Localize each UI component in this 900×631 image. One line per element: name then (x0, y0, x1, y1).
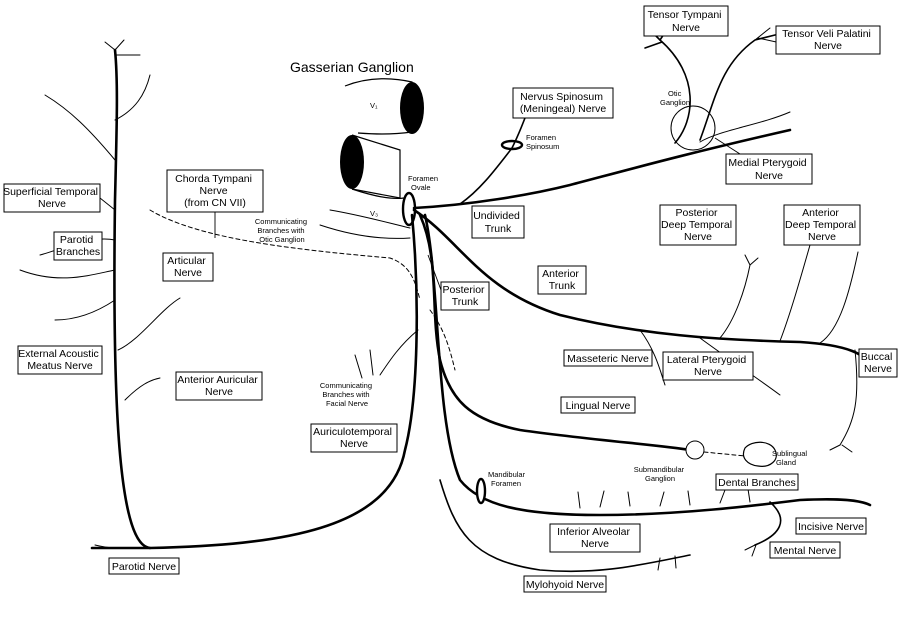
nerve-paths (19, 27, 872, 573)
parotid-nerve-label: Parotid Nerve (108, 557, 180, 575)
svg-text:Parotid Branches: Parotid Branches (56, 234, 100, 258)
anterior-trunk-path (412, 208, 872, 367)
inferior-alveolar-path (423, 213, 872, 517)
svg-text:V₃: V₃ (370, 209, 378, 218)
otic-ganglion-label: Otic Ganglion (660, 89, 690, 107)
svg-text:Posterior Deep Temporal: Posterior Deep Temporal Nerve (661, 207, 735, 243)
tensor-tympani-label: Tensor Tympani Nerve (643, 5, 729, 37)
gasserian-ganglion: V₁ V₂ V₃ Gasserian Ganglion (290, 59, 424, 227)
svg-text:Buccal Nerve: Buccal Nerve (861, 351, 895, 375)
svg-text:V₂: V₂ (342, 157, 350, 166)
anterior-deep-temporal-label: Anterior Deep Temporal Nerve (783, 204, 861, 246)
submandibular-ganglion-label: Submandibular Ganglion (634, 465, 687, 483)
external-acoustic-meatus-label: External Acoustic Meatus Nerve (17, 345, 103, 375)
svg-text:Incisive Nerve: Incisive Nerve (798, 521, 864, 533)
foramen-spinosum-label: Foramen Spinosum (526, 133, 559, 151)
undivided-trunk-path (412, 128, 792, 210)
nervus-spinosum-label: Nervus Spinosum (Meningeal) Nerve (512, 87, 614, 119)
mylohyoid-nerve-label: Mylohyoid Nerve (523, 575, 607, 593)
superficial-temporal-label: Superficial Temporal Nerve (3, 183, 116, 213)
mandibular-foramen-label: Mandibular Foramen (488, 470, 527, 488)
svg-text:Superficial Temporal Ner: Superficial Temporal Nerve (3, 186, 101, 210)
svg-text:Parotid Nerve: Parotid Nerve (112, 561, 176, 573)
posterior-deep-temporal-label: Posterior Deep Temporal Nerve (659, 204, 737, 246)
v2-division: V₂ (340, 134, 401, 199)
svg-text:Auriculotemporal Nerve: Auriculotemporal Nerve (313, 426, 395, 450)
chorda-tympani-label: Chorda Tympani Nerve (from CN VII) (166, 169, 264, 238)
svg-text:Tensor Tympani Nerve: Tensor Tympani Nerve (648, 9, 725, 34)
anterior-trunk-label: Anterior Trunk (537, 265, 587, 295)
svg-text:Inferior Alveolar Nerve: Inferior Alveolar Nerve (557, 526, 633, 550)
masseteric-nerve-label: Masseteric Nerve (563, 349, 653, 367)
lateral-pterygoid-label: Lateral Pterygoid Nerve (662, 351, 754, 381)
lingual-nerve-label: Lingual Nerve (560, 396, 636, 414)
mylohyoid-path (439, 479, 691, 573)
svg-text:Undivided Trunk: Undivided Trunk (473, 210, 523, 235)
undivided-trunk-label: Undivided Trunk (471, 205, 525, 239)
svg-text:Tensor Veli Palatini Ner: Tensor Veli Palatini Nerve (782, 28, 874, 52)
auriculotemporal-label: Auriculotemporal Nerve (310, 423, 398, 453)
svg-text:Medial Pterygoid Nerve: Medial Pterygoid Nerve (728, 157, 809, 182)
superficial-temporal-path (113, 48, 152, 550)
svg-text:Masseteric Nerve: Masseteric Nerve (567, 353, 649, 365)
sublingual-gland-label: Sublingual Gland (772, 449, 809, 467)
mental-nerve-label: Mental Nerve (769, 541, 841, 559)
svg-text:External Acoustic Meatus: External Acoustic Meatus Nerve (18, 348, 101, 372)
svg-text:Mental Nerve: Mental Nerve (774, 545, 837, 557)
buccal-nerve-label: Buccal Nerve (858, 348, 898, 378)
tensor-veli-palatini-label: Tensor Veli Palatini Nerve (775, 25, 881, 55)
incisive-nerve-label: Incisive Nerve (795, 517, 867, 535)
articular-nerve-label: Articular Nerve (162, 252, 214, 282)
medial-pterygoid-label: Medial Pterygoid Nerve (714, 137, 813, 185)
comm-otic-label: Communicating Branches with Otic Ganglio… (255, 217, 309, 244)
svg-text:Anterior Deep Temporal: Anterior Deep Temporal Nerve (785, 207, 859, 243)
svg-text:V₁: V₁ (370, 101, 378, 110)
comm-facial-label: Communicating Branches with Facial Nerve (320, 381, 374, 408)
svg-text:Nervus Spinosum (Meninge: Nervus Spinosum (Meningeal) Nerve (520, 91, 607, 115)
svg-text:Articular Nerve: Articular Nerve (167, 255, 208, 279)
svg-text:Mylohyoid Nerve: Mylohyoid Nerve (526, 579, 604, 591)
svg-text:Dental Branches: Dental Branches (718, 477, 796, 489)
foramen-ovale-label: Foramen Ovale (408, 174, 440, 192)
svg-text:Anterior Trunk: Anterior Trunk (542, 268, 582, 292)
chorda-tympani-path (149, 209, 421, 301)
v1-division: V₁ (344, 78, 424, 135)
dental-branches-label: Dental Branches (715, 473, 799, 491)
svg-text:Lateral Pterygoid Nerve: Lateral Pterygoid Nerve (667, 354, 749, 378)
svg-text:Lingual Nerve: Lingual Nerve (566, 400, 631, 412)
svg-text:Posterior Trunk: Posterior Trunk (443, 284, 488, 308)
gasserian-ganglion-label: Gasserian Ganglion (290, 59, 414, 75)
svg-text:Anterior Auricular Nerve: Anterior Auricular Nerve (177, 374, 260, 398)
nervus-spinosum-path (459, 109, 529, 205)
inferior-alveolar-label: Inferior Alveolar Nerve (549, 523, 641, 553)
parotid-branches-label: Parotid Branches (53, 231, 103, 261)
posterior-trunk-label: Posterior Trunk (427, 254, 490, 311)
anterior-auricular-label: Anterior Auricular Nerve (175, 371, 263, 401)
svg-text:Chorda Tympani Nerve: Chorda Tympani Nerve (from CN VII) (175, 173, 255, 209)
